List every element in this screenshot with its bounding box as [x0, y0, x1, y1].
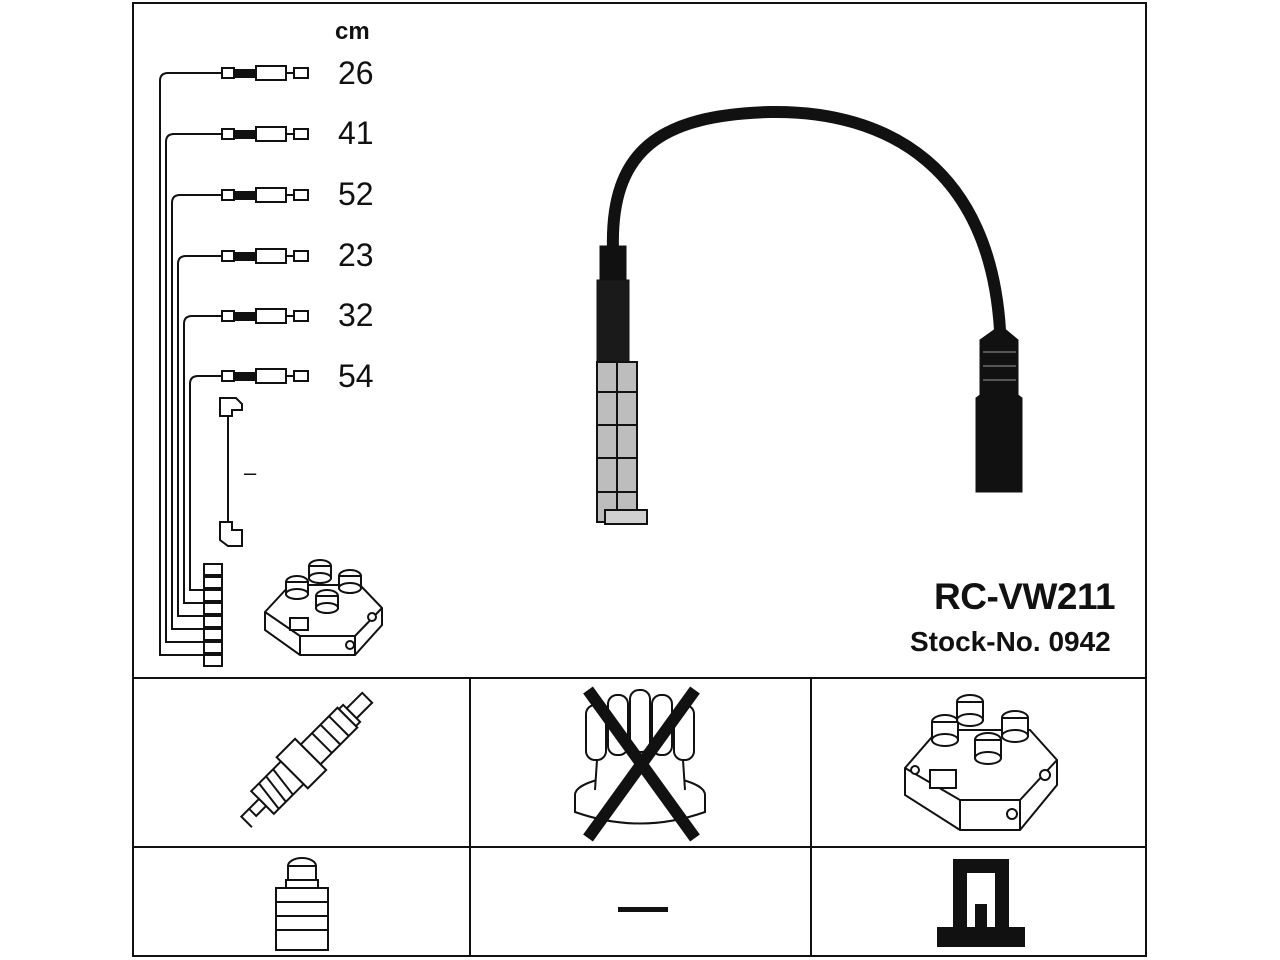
diagram-frame	[132, 2, 1147, 957]
cable-length-2: 41	[338, 115, 374, 151]
stock-number: Stock-No. 0942	[910, 626, 1111, 657]
coil-pack-large-icon	[904, 694, 1058, 831]
absent-length-marker: –	[244, 460, 257, 485]
plug-terminal-icon	[275, 857, 329, 951]
legend-row-divider	[132, 846, 1147, 848]
ignition-lead-large	[596, 105, 1023, 525]
cable-length-5: 32	[338, 297, 374, 333]
cable-length-3: 52	[338, 176, 374, 212]
cable-length-6: 54	[338, 358, 374, 394]
model-number: RC-VW211	[934, 576, 1116, 617]
cable-length-1: 26	[338, 55, 374, 91]
distributor-value-dash	[618, 907, 668, 912]
main-divider	[132, 677, 1147, 679]
coil-pack-small-icon	[264, 559, 383, 656]
legend-col-divider-2	[810, 677, 812, 957]
not-applicable-cross-icon	[583, 686, 700, 842]
unit-label: cm	[335, 18, 370, 45]
coil-terminal-icon	[937, 859, 1025, 947]
spark-plug-icon	[239, 691, 374, 828]
legend-col-divider-1	[469, 677, 471, 957]
cable-length-4: 23	[338, 237, 374, 273]
